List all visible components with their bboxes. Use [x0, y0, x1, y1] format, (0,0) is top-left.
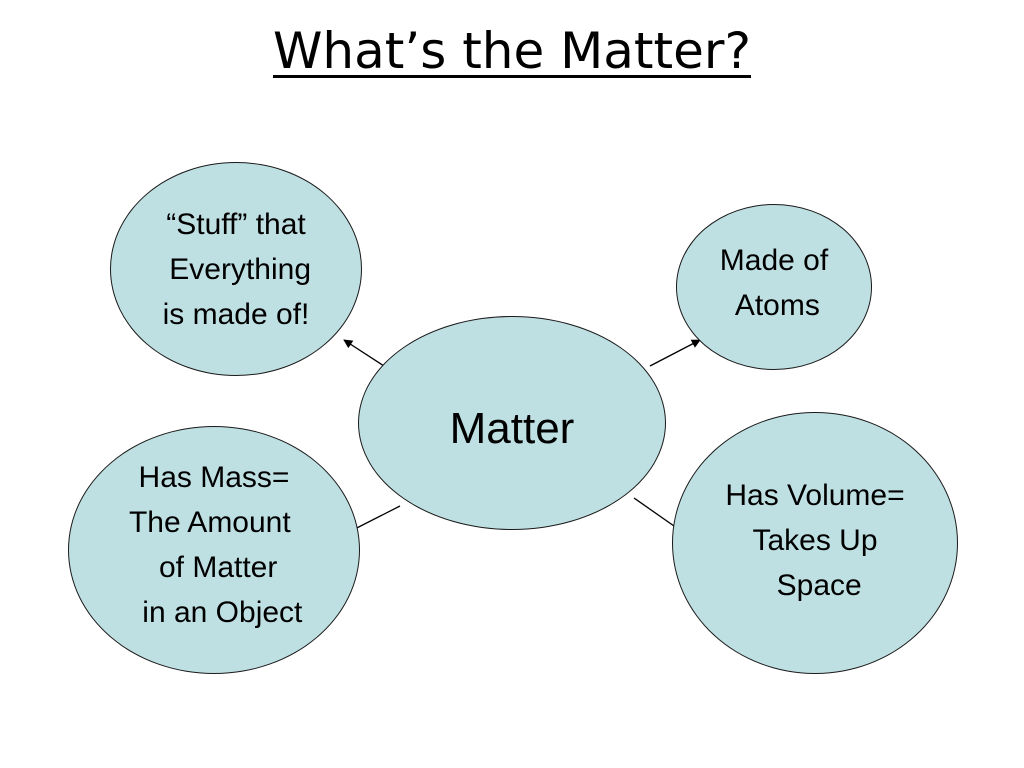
node-mass: [68, 426, 360, 674]
node-mass-line-1: Has Mass=: [138, 461, 290, 494]
node-atoms-line-1: Made of: [719, 244, 829, 277]
node-matter: [358, 316, 666, 530]
slide-title-text: What’s the Matter?: [272, 22, 751, 80]
node-stuff-line-2: Everything: [160, 253, 312, 286]
node-mass-line-3: of Matter: [150, 551, 278, 584]
node-volume-line-3: Space: [768, 569, 862, 602]
node-mass-label: Has Mass= The Amount of Matter in an Obj…: [68, 455, 360, 635]
slide-title: What’s the Matter?: [0, 22, 1024, 80]
node-volume-label: Has Volume= Takes Up Space: [672, 473, 958, 608]
node-volume-line-1: Has Volume=: [725, 479, 905, 512]
node-mass-line-4: in an Object: [125, 596, 303, 629]
node-mass-line-2: The Amount: [128, 506, 300, 539]
node-stuff: [110, 162, 362, 376]
node-volume-line-2: Takes Up: [752, 524, 878, 557]
node-matter-label: Matter: [449, 404, 575, 453]
node-atoms-label: Made of Atoms: [676, 238, 872, 328]
arrow-to-stuff: [343, 339, 385, 367]
node-volume: [672, 412, 958, 674]
node-atoms-line-2: Atoms: [728, 289, 820, 322]
node-atoms: [676, 204, 872, 370]
node-stuff-label: “Stuff” that Everything is made of!: [110, 202, 362, 337]
arrow-to-atoms: [649, 339, 701, 367]
node-stuff-line-3: is made of!: [162, 298, 310, 331]
node-stuff-line-1: “Stuff” that: [166, 208, 306, 241]
